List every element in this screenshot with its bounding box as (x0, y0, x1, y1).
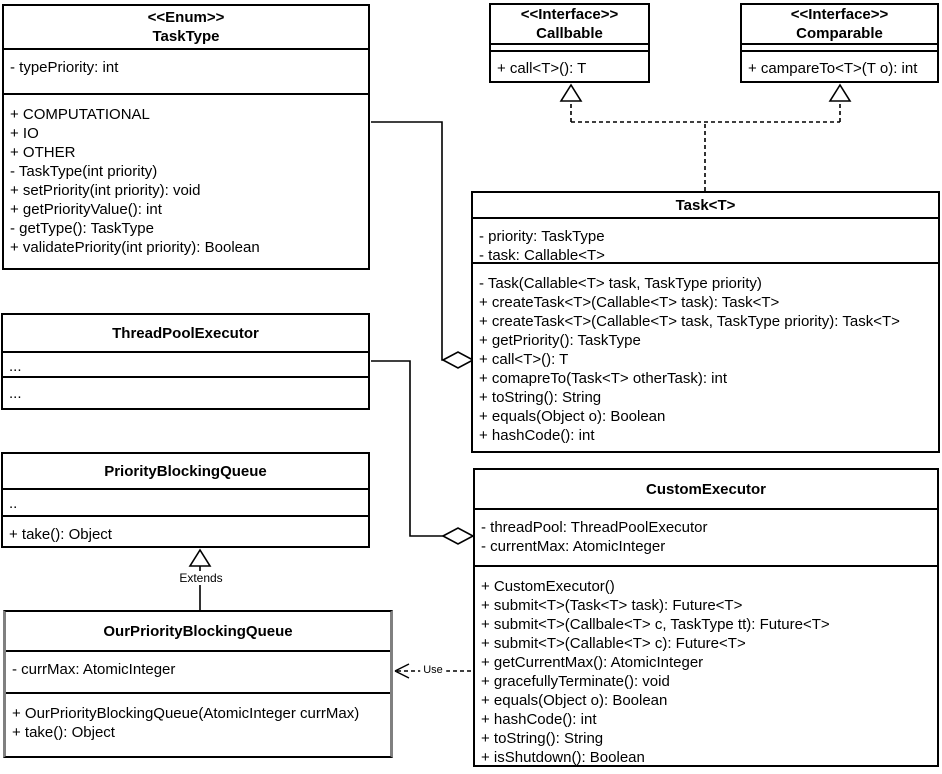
class-ourpriorityblockingqueue: OurPriorityBlockingQueue - currMax: Atom… (3, 610, 393, 758)
aggregation-tasktype-task (371, 121, 475, 369)
class-callable-header: <<Interface>> Callbable (491, 5, 648, 45)
class-tasktype: <<Enum>> TaskType - typePriority: int + … (2, 4, 370, 270)
class-tasktype-header: <<Enum>> TaskType (4, 6, 368, 50)
class-callable-attributes (491, 45, 648, 52)
class-ourpriorityblockingqueue-attributes: - currMax: AtomicInteger (6, 652, 390, 694)
class-threadpoolexecutor: ThreadPoolExecutor ... ... (1, 313, 370, 410)
member-line: + OTHER (10, 144, 76, 161)
class-customexecutor-name: CustomExecutor (645, 480, 767, 498)
aggregation-diamond-customexecutor (441, 527, 475, 545)
class-task: Task<T> - priority: TaskType - task: Call… (471, 191, 940, 453)
class-threadpoolexecutor-name: ThreadPoolExecutor (112, 324, 259, 342)
member-line: + setPriority(int priority): void (10, 182, 201, 199)
class-comparable-stereotype: <<Interface>> (790, 6, 889, 23)
class-ourpriorityblockingqueue-methods: + OurPriorityBlockingQueue(AtomicInteger… (6, 694, 390, 756)
member-line: + gracefullyTerminate(): void (481, 673, 670, 690)
member-line: + comapreTo(Task<T> otherTask): int (479, 370, 728, 387)
extends-label: Extends (176, 571, 226, 585)
class-comparable: <<Interface>> Comparable + campareTo<T>(… (740, 3, 939, 83)
class-callable-methods: + call<T>(): T (491, 52, 648, 81)
member-line: + OurPriorityBlockingQueue(AtomicInteger… (12, 705, 360, 722)
member-line: + COMPUTATIONAL (10, 106, 150, 123)
class-priorityblockingqueue-name: PriorityBlockingQueue (104, 462, 267, 480)
member-line: + toString(): String (479, 389, 602, 406)
class-task-header: Task<T> (473, 193, 938, 219)
member-line: + isShutdown(): Boolean (481, 749, 645, 765)
member-line: - threadPool: ThreadPoolExecutor (481, 519, 708, 536)
aggregation-threadpool-customexecutor (371, 360, 475, 545)
class-customexecutor-attributes: - threadPool: ThreadPoolExecutor - curren… (475, 510, 937, 567)
class-task-methods: - Task(Callable<T> task, TaskType priori… (473, 264, 938, 451)
class-tasktype-stereotype: <<Enum>> (147, 9, 225, 26)
member-line: + validatePriority(int priority): Boolea… (10, 239, 260, 256)
class-ourpriorityblockingqueue-name: OurPriorityBlockingQueue (103, 622, 293, 640)
member-line: + call<T>(): T (479, 351, 569, 368)
member-line: - currentMax: AtomicInteger (481, 538, 666, 555)
member-line: + submit<T>(Callable<T> c): Future<T> (481, 635, 746, 652)
class-customexecutor-methods: + CustomExecutor() + submit<T>(Task<T> ta… (475, 567, 937, 765)
class-callable: <<Interface>> Callbable + call<T>(): T (489, 3, 650, 83)
class-tasktype-attributes: - typePriority: int (4, 50, 368, 95)
realization-triangle-comparable (828, 83, 852, 102)
class-comparable-methods: + campareTo<T>(T o): int (742, 52, 937, 81)
member-line: + equals(Object o): Boolean (481, 692, 668, 709)
generalization-triangle (188, 548, 212, 567)
member-line: - typePriority: int (10, 59, 119, 76)
open-arrowhead (394, 663, 410, 679)
class-threadpoolexecutor-methods: ... (3, 378, 368, 408)
member-line: + take(): Object (9, 526, 112, 543)
member-line: + submit<T>(Callbale<T> c, TaskType tt):… (481, 616, 830, 633)
member-line: + getCurrentMax(): AtomicInteger (481, 654, 704, 671)
member-line: - currMax: AtomicInteger (12, 661, 176, 678)
member-line: + campareTo<T>(T o): int (748, 60, 918, 77)
class-customexecutor: CustomExecutor - threadPool: ThreadPoolE… (473, 468, 939, 767)
member-line: + getPriorityValue(): int (10, 201, 162, 218)
member-line: + call<T>(): T (497, 60, 587, 77)
member-line: + submit<T>(Task<T> task): Future<T> (481, 597, 743, 614)
member-line: + take(): Object (12, 724, 115, 741)
class-tasktype-name: TaskType (152, 28, 220, 45)
member-line: .. (9, 495, 18, 512)
use-label: Use (420, 664, 446, 676)
class-priorityblockingqueue: PriorityBlockingQueue .. + take(): Objec… (1, 452, 370, 548)
realization-task-interfaces (559, 83, 852, 191)
class-priorityblockingqueue-methods: + take(): Object (3, 517, 368, 546)
class-threadpoolexecutor-header: ThreadPoolExecutor (3, 315, 368, 353)
member-line: - getType(): TaskType (10, 220, 154, 237)
aggregation-diamond-task (441, 351, 475, 369)
member-line: - Task(Callable<T> task, TaskType priori… (479, 275, 762, 292)
member-line: - priority: TaskType (479, 228, 605, 245)
member-line: + IO (10, 125, 39, 142)
class-priorityblockingqueue-attributes: .. (3, 490, 368, 517)
class-priorityblockingqueue-header: PriorityBlockingQueue (3, 454, 368, 490)
class-callable-stereotype: <<Interface>> (520, 6, 619, 23)
class-customexecutor-header: CustomExecutor (475, 470, 937, 510)
member-line: - TaskType(int priority) (10, 163, 158, 180)
member-line: - task: Callable<T> (479, 247, 605, 264)
class-task-name: Task<T> (675, 196, 736, 214)
class-comparable-header: <<Interface>> Comparable (742, 5, 937, 45)
class-threadpoolexecutor-attributes: ... (3, 353, 368, 378)
member-line: ... (9, 358, 22, 375)
member-line: + CustomExecutor() (481, 578, 615, 595)
member-line: ... (9, 385, 22, 402)
member-line: + hashCode(): int (479, 427, 595, 444)
class-callable-name: Callbable (536, 25, 603, 42)
class-ourpriorityblockingqueue-header: OurPriorityBlockingQueue (6, 612, 390, 652)
member-line: + hashCode(): int (481, 711, 597, 728)
class-comparable-name: Comparable (796, 25, 883, 42)
member-line: + toString(): String (481, 730, 604, 747)
class-tasktype-methods: + COMPUTATIONAL + IO + OTHER - TaskType(int… (4, 95, 368, 268)
member-line: + equals(Object o): Boolean (479, 408, 666, 425)
realization-triangle-callable (559, 83, 583, 102)
member-line: + createTask<T>(Callable<T> task): Task<… (479, 294, 780, 311)
class-comparable-attributes (742, 45, 937, 52)
member-line: + createTask<T>(Callable<T> task, TaskTy… (479, 313, 900, 330)
member-line: + getPriority(): TaskType (479, 332, 641, 349)
class-task-attributes: - priority: TaskType - task: Callable<T> (473, 219, 938, 264)
